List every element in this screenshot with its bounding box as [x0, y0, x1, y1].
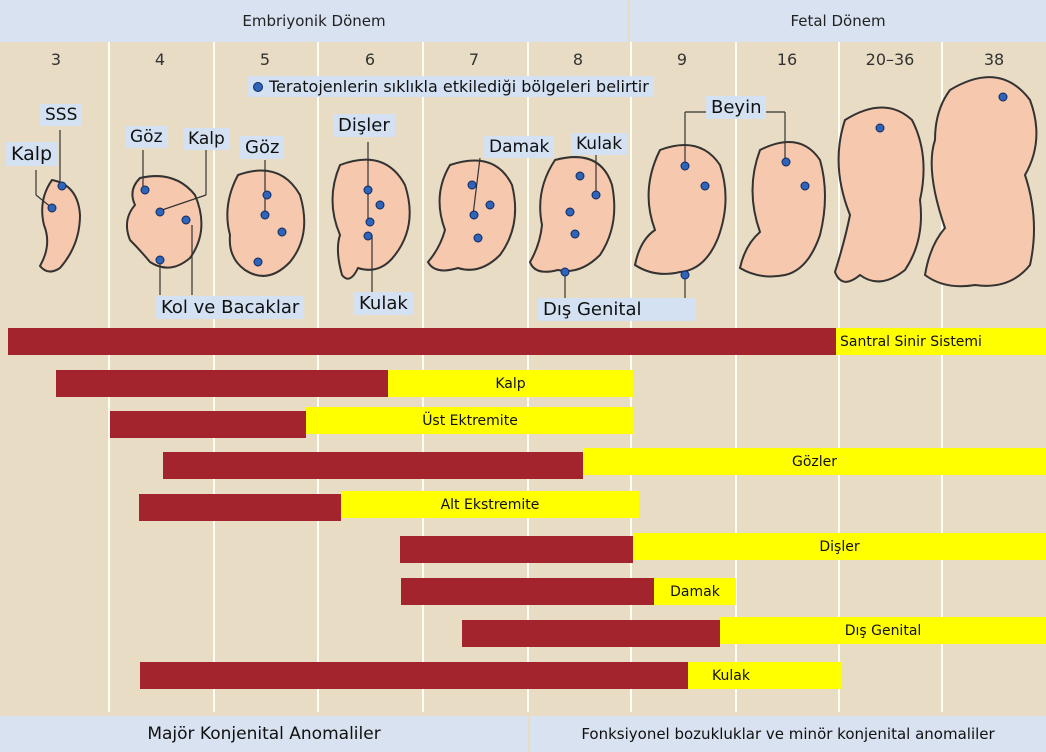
teratogen-dot: [782, 158, 790, 166]
teratogen-dot: [263, 191, 271, 199]
teratogen-dot: [681, 162, 689, 170]
bar-major-damak: [401, 578, 654, 605]
bar-minor-ust-ektremite: Üst Ektremite: [306, 407, 634, 434]
bar-minor-kalp: Kalp: [388, 370, 633, 397]
bar-major-kalp: [56, 370, 388, 397]
label-kulak-bottom: Kulak: [354, 292, 413, 315]
teratogen-dot: [999, 93, 1007, 101]
label-kalp-week3: Kalp: [6, 142, 57, 166]
teratogen-dot: [592, 191, 600, 199]
label-damak: Damak: [484, 136, 554, 158]
teratogen-dot: [254, 258, 262, 266]
label-dis-genital: Dış Genital: [538, 298, 696, 321]
blue-dot-icon: [253, 82, 263, 92]
embryo-week-20-36: [835, 108, 924, 282]
teratogen-dot: [364, 232, 372, 240]
embryo-week-38: [925, 77, 1036, 286]
bar-major-santral-sinir-sistemi: [8, 328, 836, 355]
bar-minor-gozler: Gözler: [583, 448, 1046, 475]
label-disler: Dişler: [333, 114, 395, 137]
embryo-illustrations: [0, 0, 1046, 330]
embryo-week-3: [40, 180, 80, 272]
teratogen-dot: [182, 216, 190, 224]
footer-major-anomalies: Majör Konjenital Anomaliler: [0, 716, 528, 752]
bar-minor-alt-ekstremite: Alt Ekstremite: [341, 491, 639, 518]
teratogen-dot: [701, 182, 709, 190]
teratogen-dot: [468, 181, 476, 189]
bar-minor-disler: Dişler: [633, 533, 1046, 560]
embryo-week-5: [227, 171, 304, 276]
teratogen-dot: [376, 201, 384, 209]
teratogen-dot: [681, 271, 689, 279]
bar-major-alt-ekstremite: [139, 494, 341, 521]
teratogen-dot: [576, 172, 584, 180]
teratogen-dot: [366, 218, 374, 226]
teratogen-dot: [470, 211, 478, 219]
teratogen-dot: [486, 201, 494, 209]
bar-minor-damak: Damak: [654, 578, 736, 605]
teratogen-dot: [876, 124, 884, 132]
teratogen-dot: [141, 186, 149, 194]
teratogen-dot: [561, 268, 569, 276]
teratogen-dot: [48, 204, 56, 212]
bar-minor-kulak: Kulak: [688, 662, 842, 689]
legend-text: Teratojenlerin sıklıkla etkilediği bölge…: [269, 77, 649, 96]
label-kol-ve-bacaklar: Kol ve Bacaklar: [156, 296, 304, 319]
label-kalp-week4: Kalp: [183, 128, 230, 150]
legend: Teratojenlerin sıklıkla etkilediği bölge…: [248, 76, 654, 97]
bar-major-kulak: [140, 662, 688, 689]
teratogen-dot: [156, 208, 164, 216]
bar-major-gozler: [163, 452, 583, 479]
teratogen-dot: [156, 256, 164, 264]
teratogen-dot: [801, 182, 809, 190]
embryo-week-4: [127, 176, 201, 268]
embryo-week-9: [635, 145, 726, 274]
bar-minor-santral-sinir-sistemi: Santral Sinir Sistemi: [836, 328, 1046, 355]
label-sss: SSS: [40, 104, 82, 126]
teratogen-dot: [474, 234, 482, 242]
footer-minor-anomalies: Fonksiyonel bozukluklar ve minör konjeni…: [530, 716, 1046, 752]
teratogen-dot: [364, 186, 372, 194]
teratogen-dot: [278, 228, 286, 236]
teratogen-dot: [566, 208, 574, 216]
teratogen-dot: [571, 230, 579, 238]
teratogen-dot: [261, 211, 269, 219]
bar-minor-dis-genital: Dış Genital: [720, 617, 1046, 644]
bar-major-dis-genital: [462, 620, 720, 647]
label-kulak-top: Kulak: [571, 133, 627, 155]
bar-major-ust-ektremite: [110, 411, 306, 438]
bar-major-disler: [400, 536, 633, 563]
label-beyin: Beyin: [706, 96, 766, 119]
teratogen-dot: [58, 182, 66, 190]
label-goz-week4: Göz: [125, 126, 168, 148]
label-goz-week5: Göz: [240, 136, 284, 159]
